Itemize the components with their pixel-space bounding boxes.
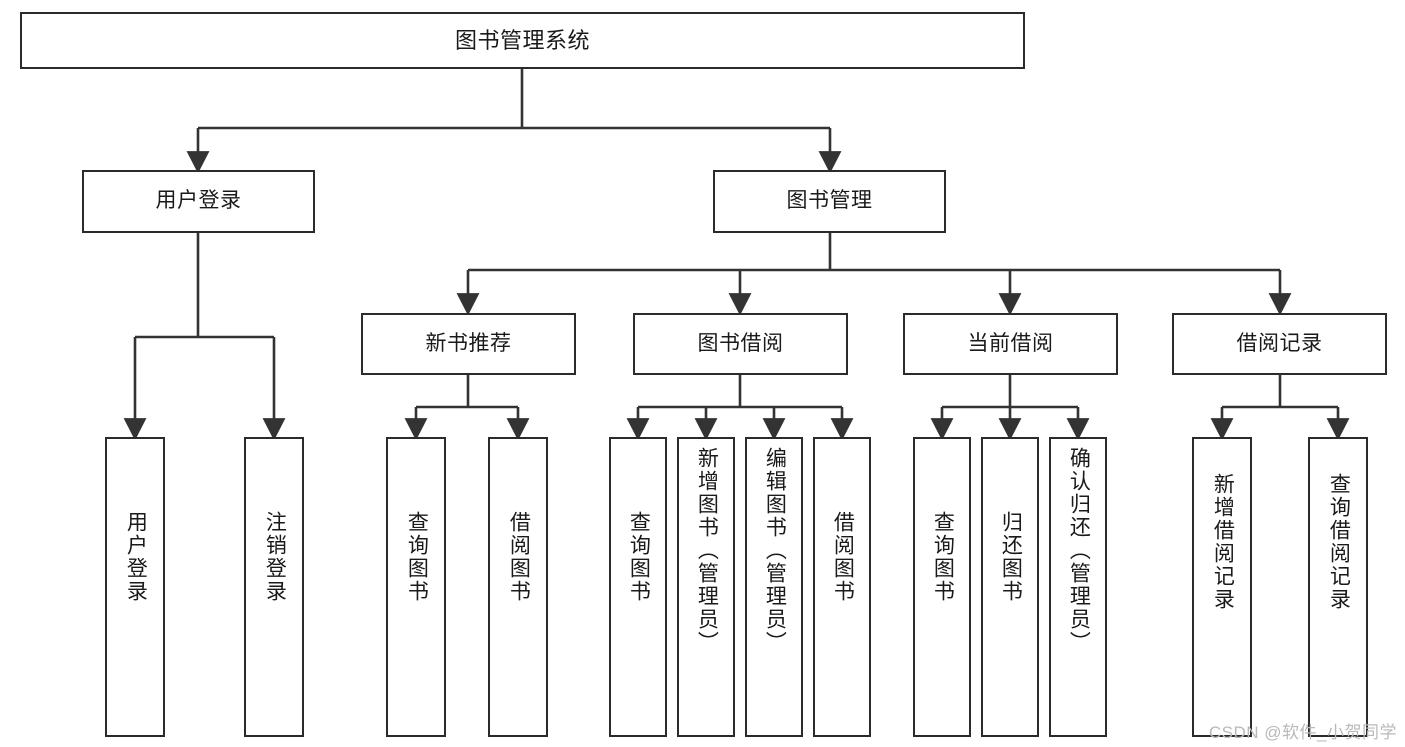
node-leaf-query-book-3[interactable]: 查询图书: [913, 437, 971, 737]
node-leaf-edit-book-label: 编辑图书（管理员）: [763, 447, 787, 654]
node-root[interactable]: 图书管理系统: [20, 12, 1025, 69]
node-leaf-query-record-label: 查询借阅记录: [1327, 473, 1351, 611]
node-user-login-label: 用户登录: [155, 189, 242, 213]
node-leaf-query-record[interactable]: 查询借阅记录: [1308, 437, 1368, 737]
node-leaf-confirm-return-label: 确认归还（管理员）: [1067, 447, 1091, 654]
node-book-manage-label: 图书管理: [786, 189, 873, 213]
node-new-book-rec-label: 新书推荐: [425, 331, 512, 355]
node-leaf-borrow-book-2[interactable]: 借阅图书: [813, 437, 871, 737]
node-leaf-borrow-book-1-label: 借阅图书: [507, 511, 531, 603]
node-leaf-user-login-label: 用户登录: [124, 511, 148, 603]
node-current-borrow[interactable]: 当前借阅: [903, 313, 1118, 375]
node-leaf-borrow-book-1[interactable]: 借阅图书: [488, 437, 548, 737]
node-leaf-query-book-2[interactable]: 查询图书: [609, 437, 667, 737]
node-leaf-confirm-return[interactable]: 确认归还（管理员）: [1049, 437, 1107, 737]
node-book-borrow[interactable]: 图书借阅: [633, 313, 848, 375]
node-book-manage[interactable]: 图书管理: [713, 170, 946, 233]
node-leaf-borrow-book-2-label: 借阅图书: [831, 511, 855, 603]
node-leaf-user-login[interactable]: 用户登录: [105, 437, 165, 737]
node-leaf-return-book[interactable]: 归还图书: [981, 437, 1039, 737]
node-leaf-edit-book[interactable]: 编辑图书（管理员）: [745, 437, 803, 737]
node-leaf-add-book-label: 新增图书（管理员）: [695, 447, 719, 654]
node-new-book-rec[interactable]: 新书推荐: [361, 313, 576, 375]
node-leaf-return-book-label: 归还图书: [999, 511, 1023, 603]
node-leaf-add-record[interactable]: 新增借阅记录: [1192, 437, 1252, 737]
node-book-borrow-label: 图书借阅: [697, 331, 784, 355]
node-borrow-record-label: 借阅记录: [1236, 331, 1323, 355]
node-root-label: 图书管理系统: [454, 27, 590, 53]
node-leaf-add-book[interactable]: 新增图书（管理员）: [677, 437, 735, 737]
node-current-borrow-label: 当前借阅: [967, 331, 1054, 355]
node-leaf-logout[interactable]: 注销登录: [244, 437, 304, 737]
node-leaf-add-record-label: 新增借阅记录: [1211, 473, 1235, 611]
node-leaf-query-book-3-label: 查询图书: [931, 511, 955, 603]
csdn-watermark: CSDN @软件_小贺同学: [1208, 723, 1397, 742]
node-leaf-query-book-1-label: 查询图书: [405, 511, 429, 603]
node-leaf-query-book-1[interactable]: 查询图书: [386, 437, 446, 737]
node-leaf-query-book-2-label: 查询图书: [627, 511, 651, 603]
node-leaf-logout-label: 注销登录: [263, 511, 287, 603]
node-borrow-record[interactable]: 借阅记录: [1172, 313, 1387, 375]
node-user-login[interactable]: 用户登录: [82, 170, 315, 233]
